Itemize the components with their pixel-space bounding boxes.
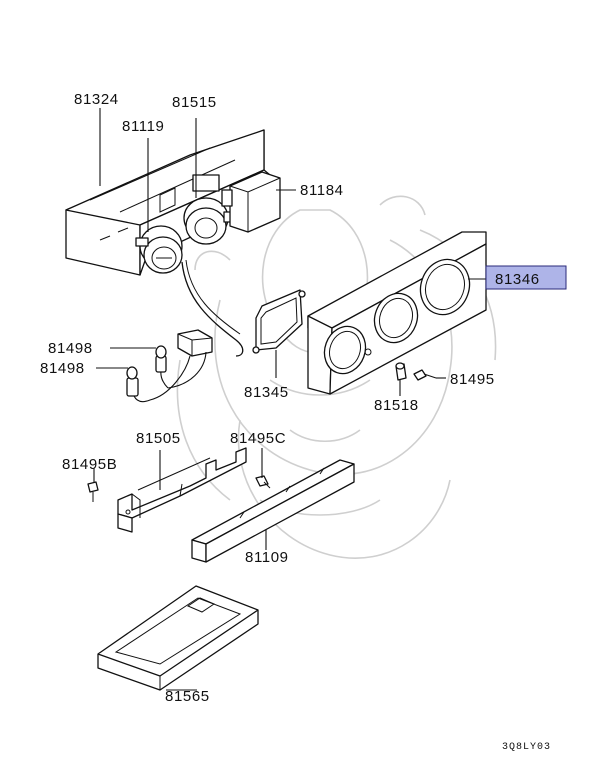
label-81498-lower: 81498 xyxy=(40,360,85,377)
gasket-81345 xyxy=(252,289,306,354)
label-81495c: 81495C xyxy=(230,430,286,447)
label-81346: 81346 xyxy=(495,271,540,288)
rotary-switch-81515 xyxy=(183,197,235,245)
label-81119: 81119 xyxy=(122,118,165,135)
label-81495: 81495 xyxy=(450,371,495,388)
label-81505: 81505 xyxy=(136,430,181,447)
screw-81495 xyxy=(413,369,437,381)
label-81565: 81565 xyxy=(165,688,210,705)
label-81515: 81515 xyxy=(172,94,217,111)
label-81184: 81184 xyxy=(300,182,344,199)
label-81498-upper: 81498 xyxy=(48,340,93,357)
wire-harness xyxy=(133,259,244,403)
tray-81565 xyxy=(97,585,259,691)
label-81518: 81518 xyxy=(374,397,419,414)
bracket-81505 xyxy=(117,447,247,533)
label-81109: 81109 xyxy=(245,549,289,566)
bulb-81498-upper xyxy=(155,345,167,373)
bulb-81498-lower xyxy=(126,366,139,397)
highlight-box xyxy=(485,265,567,290)
diagram-code: 3Q8LY03 xyxy=(502,742,551,753)
rotary-switch-81119 xyxy=(135,225,183,274)
blower-switch-81184 xyxy=(221,171,281,233)
housing-81324 xyxy=(65,129,271,276)
label-81345: 81345 xyxy=(244,384,289,401)
screw-81495b xyxy=(87,481,99,502)
label-81324: 81324 xyxy=(74,91,119,108)
leader-lines xyxy=(93,108,486,691)
screw-81495c xyxy=(255,475,271,489)
trim-bar-81109 xyxy=(191,459,355,563)
panel-81346 xyxy=(307,231,487,395)
knob-81518 xyxy=(395,362,407,381)
label-81495b: 81495B xyxy=(62,456,117,473)
